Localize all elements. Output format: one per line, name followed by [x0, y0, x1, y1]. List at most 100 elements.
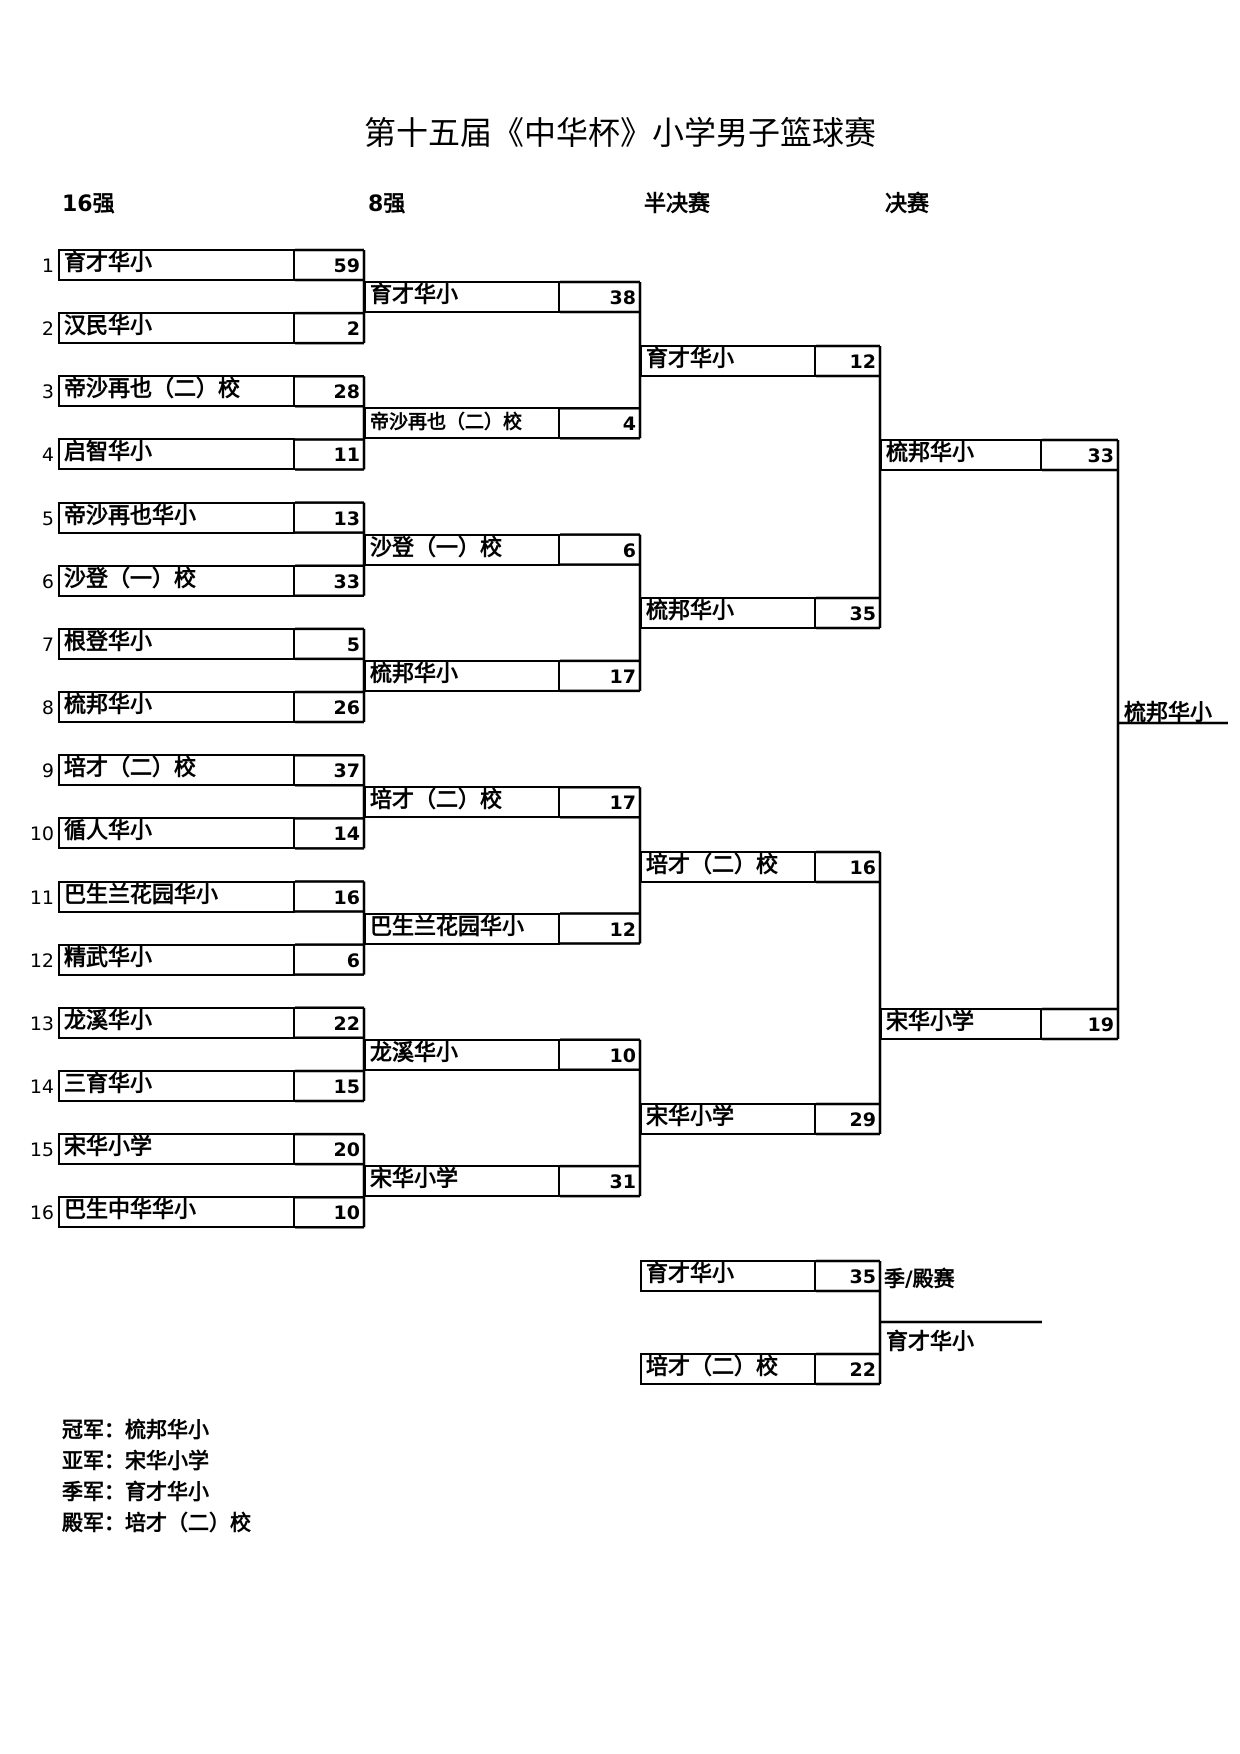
- team-score: 22: [849, 1359, 876, 1381]
- team-box: 宋华小学: [640, 1103, 816, 1135]
- seed-number: 1: [41, 255, 54, 277]
- result-label: 亚军：: [62, 1449, 125, 1473]
- team-box: 根登华小: [58, 627, 295, 660]
- team-box: 梳邦华小: [364, 659, 560, 692]
- team-box: 育才华小: [58, 249, 295, 281]
- seed-number: 9: [41, 760, 54, 783]
- seed-number: 8: [41, 697, 54, 720]
- team-box: 巴生中华华小: [58, 1196, 295, 1229]
- team-score: 26: [333, 697, 360, 720]
- result-team: 宋华小学: [125, 1449, 209, 1473]
- result-team: 梳邦华小: [125, 1418, 209, 1442]
- seed-number: 14: [29, 1075, 54, 1098]
- team-score: 38: [609, 287, 636, 309]
- round-label-final: 决赛: [885, 192, 930, 217]
- seed-number: 4: [41, 444, 54, 467]
- seed-number: 12: [29, 949, 54, 972]
- result-row: 殿军：培才（二）校: [62, 1507, 251, 1537]
- team-box: 龙溪华小: [58, 1006, 295, 1039]
- team-box: 培才（二）校: [640, 851, 816, 883]
- team-score: 20: [333, 1139, 360, 1162]
- team-score: 4: [622, 413, 636, 436]
- team-box: 宋华小学: [880, 1008, 1042, 1040]
- result-row: 亚军：宋华小学: [62, 1445, 209, 1475]
- team-score: 2: [346, 318, 360, 341]
- team-box: 循人华小: [58, 817, 295, 850]
- team-score: 16: [333, 886, 360, 909]
- team-score: 16: [849, 857, 876, 879]
- seed-number: 5: [41, 507, 54, 530]
- team-score: 13: [333, 507, 360, 530]
- seed-number: 11: [29, 886, 54, 909]
- team-box: 精武华小: [58, 943, 295, 976]
- team-box: 宋华小学: [364, 1165, 560, 1198]
- team-score: 28: [333, 381, 360, 404]
- team-score: 59: [333, 255, 360, 277]
- team-score: 29: [849, 1109, 876, 1131]
- team-score: 22: [333, 1012, 360, 1035]
- team-score: 33: [1087, 445, 1114, 467]
- team-box: 宋华小学: [58, 1133, 295, 1166]
- champion-name: 梳邦华小: [1124, 701, 1213, 726]
- team-score: 12: [609, 918, 636, 941]
- team-score: 35: [849, 1266, 876, 1288]
- seed-number: 6: [41, 570, 54, 593]
- seed-number: 7: [41, 633, 54, 656]
- team-score: 17: [609, 665, 636, 688]
- team-score: 6: [622, 539, 636, 562]
- team-score: 19: [1087, 1014, 1114, 1036]
- result-row: 冠军：梳邦华小: [62, 1414, 209, 1444]
- team-box: 龙溪华小: [364, 1038, 560, 1071]
- seed-number: 10: [29, 823, 54, 846]
- page-title: 第十五届《中华杯》小学男子篮球赛: [363, 114, 876, 152]
- team-box: 梳邦华小: [58, 691, 295, 724]
- team-box: 沙登（一）校: [364, 533, 560, 566]
- team-score: 17: [609, 792, 636, 815]
- team-score: 5: [346, 633, 360, 656]
- result-label: 殿军：: [62, 1511, 125, 1535]
- team-box: 帝沙再也（二）校: [364, 407, 560, 440]
- team-score: 6: [346, 949, 360, 972]
- team-box: 培才（二）校: [58, 754, 295, 787]
- team-box: 汉民华小: [58, 312, 295, 345]
- team-score: 31: [609, 1171, 636, 1194]
- seed-number: 2: [41, 318, 54, 341]
- result-label: 冠军：: [62, 1418, 125, 1442]
- seed-number: 3: [41, 381, 54, 404]
- third-place-label: 季/殿赛: [884, 1267, 955, 1291]
- team-box: 三育华小: [58, 1069, 295, 1102]
- seed-number: 16: [29, 1202, 54, 1225]
- team-box: 梳邦华小: [640, 597, 816, 629]
- team-score: 10: [333, 1202, 360, 1225]
- team-score: 10: [609, 1044, 636, 1067]
- result-label: 季军：: [62, 1480, 125, 1504]
- team-box: 培才（二）校: [640, 1353, 816, 1385]
- team-box: 沙登（一）校: [58, 564, 295, 597]
- team-box: 培才（二）校: [364, 786, 560, 819]
- team-box: 巴生兰花园华小: [58, 880, 295, 913]
- team-score: 15: [333, 1075, 360, 1098]
- team-score: 33: [333, 570, 360, 593]
- result-row: 季军：育才华小: [62, 1476, 209, 1506]
- third-place-winner: 育才华小: [886, 1330, 975, 1355]
- round-label-8: 8强: [368, 192, 406, 217]
- result-team: 育才华小: [125, 1480, 209, 1504]
- team-score: 12: [849, 351, 876, 373]
- round-label-16: 16强: [62, 192, 115, 217]
- seed-number: 13: [29, 1012, 54, 1035]
- team-box: 育才华小: [640, 1260, 816, 1292]
- round-label-semi: 半决赛: [644, 192, 711, 217]
- team-box: 帝沙再也（二）校: [58, 375, 295, 408]
- team-score: 14: [333, 823, 360, 846]
- team-score: 11: [333, 444, 360, 467]
- team-box: 巴生兰花园华小: [364, 912, 560, 945]
- team-box: 梳邦华小: [880, 439, 1042, 471]
- team-score: 35: [849, 603, 876, 625]
- seed-number: 15: [29, 1139, 54, 1162]
- team-box: 育才华小: [640, 345, 816, 377]
- result-team: 培才（二）校: [125, 1511, 251, 1535]
- team-box: 启智华小: [58, 438, 295, 471]
- team-box: 帝沙再也华小: [58, 501, 295, 534]
- team-score: 37: [333, 760, 360, 783]
